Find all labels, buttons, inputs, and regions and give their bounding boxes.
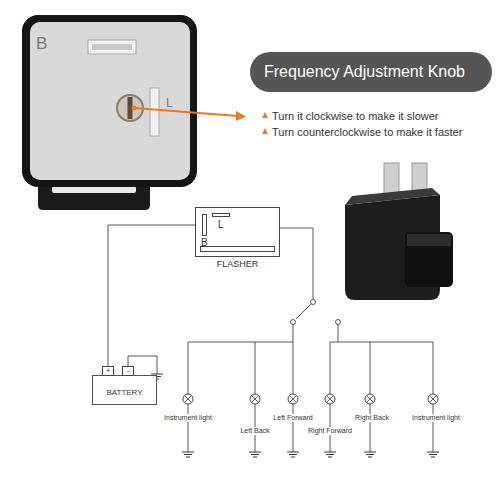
polarity-sign: - [123, 367, 133, 375]
instruction-text: Turn it clockwise to make it slower [272, 110, 438, 123]
lamp-label: Instrument light [411, 414, 461, 422]
banner-text: Frequency Adjustment Knob [250, 52, 479, 92]
battery-terminal: - [122, 366, 134, 376]
lamp-label: Right Back [354, 414, 390, 422]
schematic-wires [128, 228, 433, 452]
photo-marking: B [36, 34, 47, 54]
battery-terminal: + [102, 366, 114, 376]
instruction-text: Turn counterclockwise to make it faster [272, 126, 462, 139]
relay-photo [345, 163, 453, 300]
polarity-sign: + [103, 367, 113, 375]
terminal-slot [212, 213, 230, 217]
battery-box: BATTERY [92, 375, 157, 405]
flasher-back-photo [22, 15, 197, 210]
title-banner: Frequency Adjustment Knob [250, 52, 492, 92]
wire [108, 225, 195, 366]
flasher-box: LBFLASHER [195, 207, 280, 257]
lamp-label: Left Back [239, 427, 270, 435]
photo-marking: L [166, 97, 173, 111]
terminal-label: B [201, 237, 208, 249]
terminal-bar [202, 214, 207, 236]
battery: BATTERY + - [92, 366, 157, 405]
component-name: FLASHER [217, 259, 259, 269]
base-band [200, 246, 275, 252]
lamp-label: Left Forward [272, 414, 313, 422]
component-name: BATTERY [106, 389, 142, 397]
terminal-label: L [218, 219, 224, 231]
pointer-arrow [132, 106, 269, 135]
lamp-label: Right Forward [307, 427, 353, 435]
lamp-label: Instrument light [163, 414, 213, 422]
